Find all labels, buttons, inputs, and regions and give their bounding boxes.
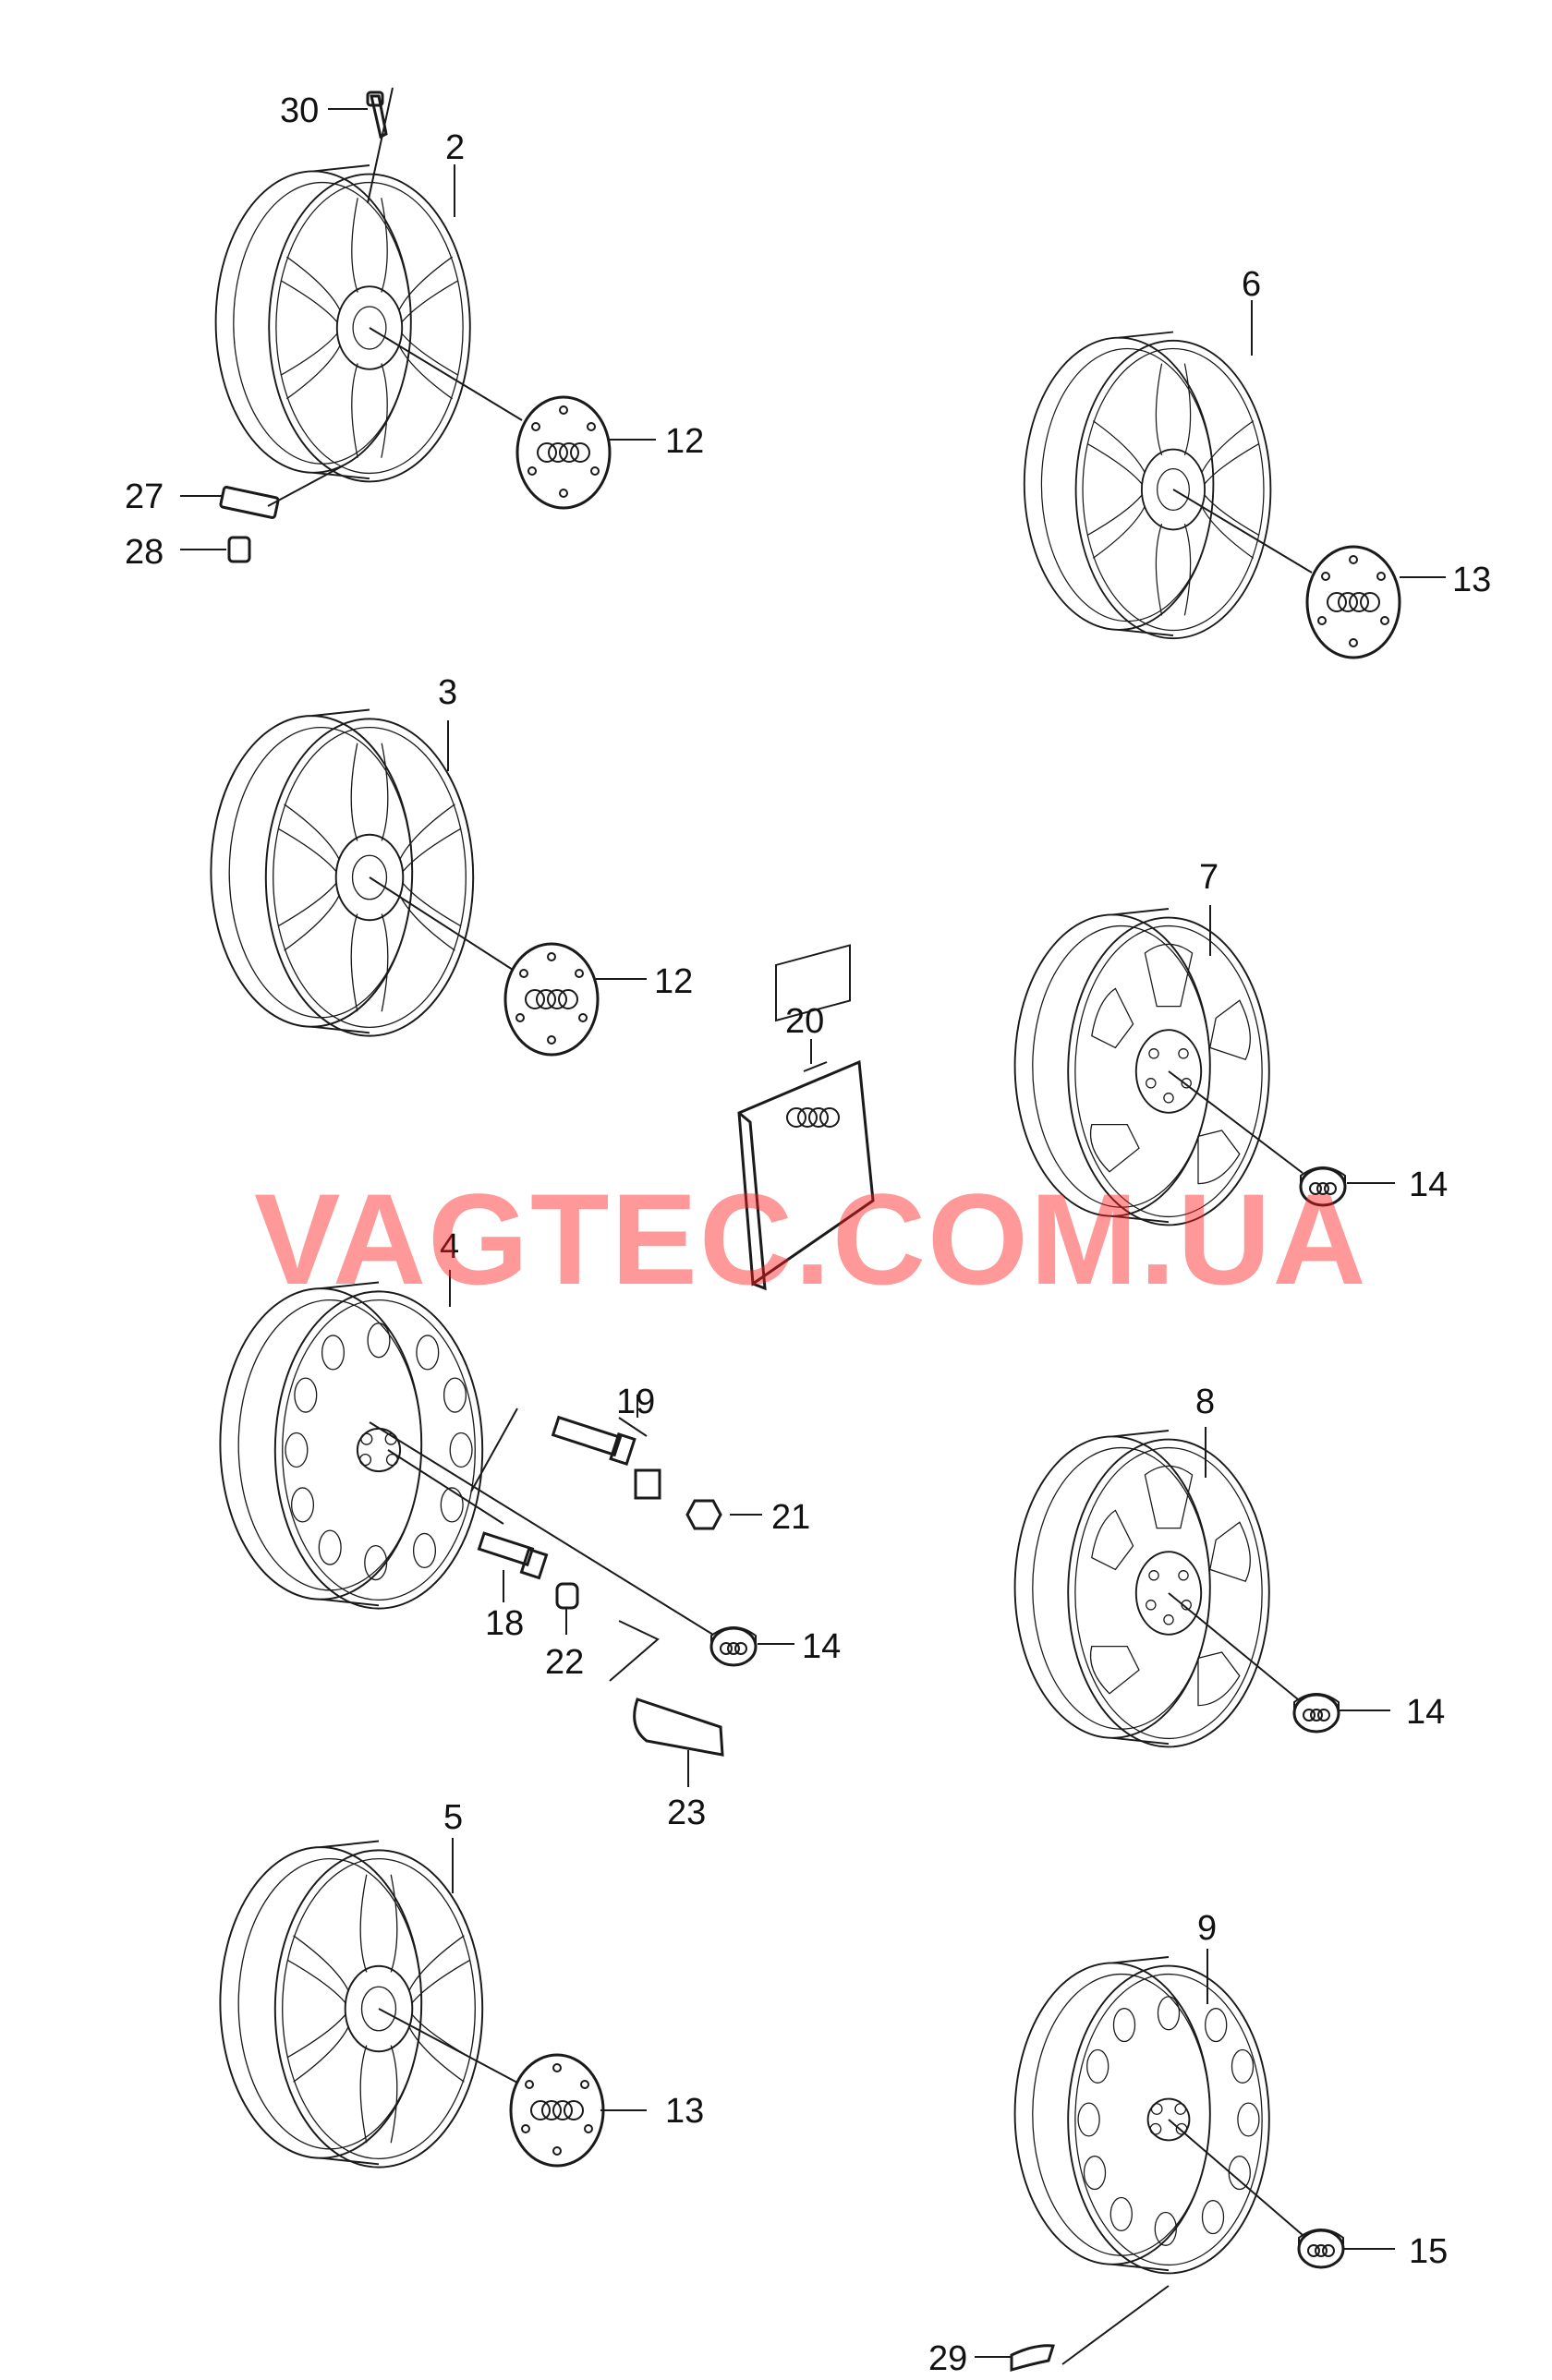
callout-2: 2 bbox=[445, 128, 465, 167]
tool-23 bbox=[609, 1620, 724, 1757]
callout-13-upper: 13 bbox=[1452, 561, 1491, 599]
package-20 bbox=[737, 944, 875, 1291]
callout-19: 19 bbox=[616, 1383, 655, 1421]
bolt-19 bbox=[551, 1415, 637, 1466]
balance-weight-27 bbox=[219, 486, 280, 519]
callout-7: 7 bbox=[1199, 858, 1219, 897]
callout-4: 4 bbox=[440, 1227, 459, 1266]
callout-29: 29 bbox=[928, 2339, 967, 2378]
callout-6: 6 bbox=[1242, 265, 1261, 304]
watermark: VAGTEC.COM.UA bbox=[254, 1166, 1368, 1311]
callout-9: 9 bbox=[1197, 1909, 1217, 1948]
valve-stem-30 bbox=[366, 91, 388, 139]
hubcap-13-upper bbox=[1307, 547, 1400, 658]
callout-14-wheel8: 14 bbox=[1406, 1693, 1445, 1732]
clip-28 bbox=[227, 536, 251, 563]
wheel-2 bbox=[214, 164, 471, 483]
cap-22 bbox=[555, 1582, 579, 1610]
cap-15-wheel9 bbox=[1297, 2228, 1345, 2269]
bolt-18 bbox=[477, 1531, 549, 1580]
callout-14-wheel4: 14 bbox=[802, 1627, 841, 1666]
cap-14-wheel4 bbox=[709, 1625, 758, 1667]
callout-14-wheel7: 14 bbox=[1409, 1166, 1448, 1204]
wheel-9 bbox=[1013, 1956, 1270, 2275]
callout-12-lower: 12 bbox=[654, 962, 693, 1001]
callout-leaders bbox=[180, 108, 1446, 2358]
hubcap-12-lower bbox=[505, 944, 598, 1055]
callout-5: 5 bbox=[443, 1798, 463, 1837]
callout-13-lower: 13 bbox=[665, 2092, 704, 2131]
callout-12-upper: 12 bbox=[665, 422, 704, 461]
callout-27: 27 bbox=[125, 477, 164, 516]
callout-3: 3 bbox=[438, 673, 457, 712]
wheel-4 bbox=[219, 1281, 484, 1610]
cap-14-wheel8 bbox=[1292, 1692, 1340, 1734]
callout-28: 28 bbox=[125, 533, 164, 572]
callout-15: 15 bbox=[1409, 2232, 1448, 2271]
hubcap-13-lower bbox=[511, 2055, 603, 2166]
bracket-19 bbox=[470, 1407, 648, 1492]
callout-21: 21 bbox=[771, 1498, 810, 1537]
callout-30: 30 bbox=[280, 91, 319, 130]
wheel-6 bbox=[1023, 331, 1272, 640]
callout-8: 8 bbox=[1195, 1383, 1215, 1421]
wheel-5 bbox=[219, 1840, 484, 2169]
callout-20: 20 bbox=[785, 1002, 824, 1041]
callout-23: 23 bbox=[667, 1794, 706, 1832]
callout-18: 18 bbox=[485, 1604, 524, 1643]
callout-22: 22 bbox=[545, 1643, 584, 1682]
hubcap-12-upper bbox=[517, 397, 610, 508]
nut-21 bbox=[634, 1468, 722, 1530]
weight-29 bbox=[1010, 2344, 1055, 2373]
leader-lines bbox=[267, 87, 1313, 2365]
wheel-3 bbox=[210, 708, 475, 1037]
wheel-8 bbox=[1013, 1430, 1270, 1748]
